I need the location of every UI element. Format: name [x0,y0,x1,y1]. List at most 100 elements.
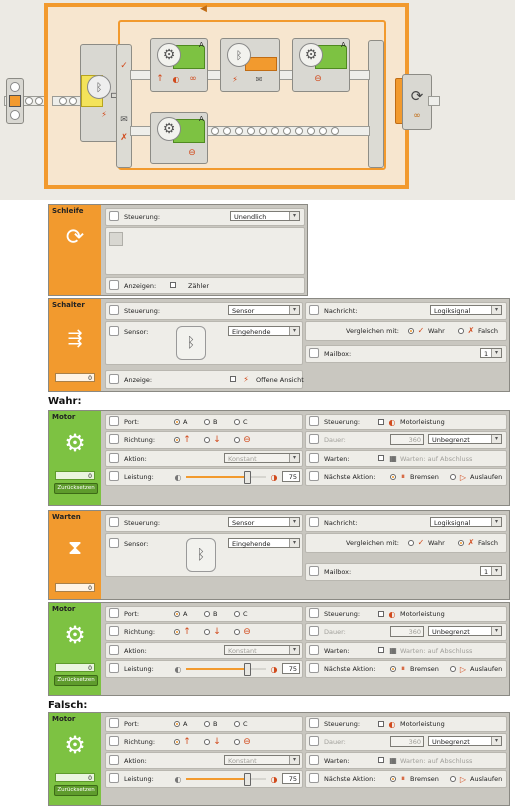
chevron-down-icon: ▾ [491,737,501,745]
duration-unit-select[interactable]: Unbegrenzt▾ [428,736,502,746]
power-slider-thumb[interactable] [244,663,251,676]
switch-counter: 0 [55,373,95,382]
wait-completion-checkbox[interactable] [378,455,384,461]
coast-radio[interactable] [450,474,456,480]
stop-radio[interactable] [234,437,240,443]
brake-radio[interactable] [390,666,396,672]
wait-mailbox-select[interactable]: 1▾ [480,566,502,576]
backward-radio[interactable] [204,437,210,443]
motor-block-true-2[interactable]: ⚙ A ⊖ [292,38,350,92]
wait-completion-checkbox[interactable] [378,757,384,763]
loop-control-select[interactable]: Unendlich ▾ [230,211,300,221]
brake-radio[interactable] [390,776,396,782]
port-c-radio[interactable] [234,721,240,727]
next-action-row: Nächste Aktion: ⏸ Bremsen ▷ Auslaufen [305,468,507,486]
power-input[interactable]: 75 [282,773,300,784]
motor-power-checkbox[interactable] [378,611,384,617]
duration-input[interactable]: 360 [390,434,424,445]
port-b-radio[interactable] [204,721,210,727]
switch-block[interactable]: ᛒ ⚡ ⊏ [80,44,118,142]
port-b-radio[interactable] [204,611,210,617]
power-input[interactable]: 75 [282,471,300,482]
wait-completion-label: Warten: auf Abschluss [400,647,473,655]
true-radio[interactable] [408,540,414,546]
chevron-down-icon: ▾ [491,518,501,526]
backward-radio[interactable] [204,629,210,635]
switch-control-select[interactable]: Sensor▾ [228,305,300,315]
start-point[interactable] [6,78,24,124]
port-label: Port: [124,720,140,728]
wait-sensor-label: Sensor: [124,540,149,548]
coast-radio[interactable] [450,776,456,782]
port-icon [109,416,119,426]
motor-power-checkbox[interactable] [378,721,384,727]
compare-label: Vergleichen mit: [346,327,399,335]
wait-mailbox-row: Mailbox: 1▾ [305,563,507,581]
motor-block-false[interactable]: ⚙ A ⊖ [150,112,208,164]
action-select[interactable]: Konstant▾ [224,453,300,463]
port-a-radio[interactable] [174,419,180,425]
wait-message-select[interactable]: Logiksignal▾ [430,517,502,527]
wait-block-true[interactable]: ᛒ ⚡ ✉ [220,38,280,92]
program-canvas[interactable]: ◀ ⟳ ∞ ᛒ ⚡ ⊏ ✓ ✉ ✗ ⚙ A ↑ ◐ ∞ [0,0,515,200]
duration-unit-select[interactable]: Unbegrenzt▾ [428,434,502,444]
false-radio[interactable] [458,540,464,546]
brake-icon: ⏸ [401,664,405,673]
power-slider-thumb[interactable] [244,471,251,484]
switch-mailbox-select[interactable]: 1▾ [480,348,502,358]
port-b-radio[interactable] [204,419,210,425]
forward-radio[interactable] [174,437,180,443]
false-radio[interactable] [458,328,464,334]
power-input[interactable]: 75 [282,663,300,674]
port-c-radio[interactable] [234,419,240,425]
counter-label: Zähler [188,282,210,290]
port-label: Port: [124,610,140,618]
cross-mark-icon: ✗ [467,325,475,335]
counter-checkbox[interactable] [170,282,176,288]
port-a-radio[interactable] [174,611,180,617]
power-slider-thumb[interactable] [244,773,251,786]
display-icon [109,280,119,290]
action-select[interactable]: Konstant▾ [224,755,300,765]
power-row: Leistung: ◐ ◑ 75 [105,770,303,788]
backward-radio[interactable] [204,739,210,745]
reset-button[interactable]: Zurücksetzen [54,675,98,686]
forward-radio[interactable] [174,629,180,635]
forward-radio[interactable] [174,739,180,745]
wait-sensor-select[interactable]: Eingehende▾ [228,538,300,548]
switch-message-select[interactable]: Logiksignal▾ [430,305,502,315]
motor-block-true-1[interactable]: ⚙ A ↑ ◐ ∞ [150,38,208,92]
true-radio[interactable] [408,328,414,334]
loop-control-value: Unendlich [234,213,267,221]
false-label: Falsch [478,539,499,547]
loop-control-label: Steuerung: [124,213,161,221]
switch-sensor-select[interactable]: Eingehende▾ [228,326,300,336]
duration-input[interactable]: 360 [390,626,424,637]
port-c-radio[interactable] [234,611,240,617]
motor-power-checkbox[interactable] [378,419,384,425]
stop-radio[interactable] [234,739,240,745]
loop-end-block[interactable]: ⟳ ∞ [402,74,432,130]
duration-input[interactable]: 360 [390,736,424,747]
control-row: Steuerung: ◐ Motorleistung [305,606,507,622]
arrow-down-icon: ↓ [213,435,221,445]
stop-radio[interactable] [234,629,240,635]
action-label: Aktion: [124,757,147,765]
brake-radio[interactable] [390,474,396,480]
duration-unit-value: Unbegrenzt [432,628,470,636]
wait-compare-row: Vergleichen mit: ✓ Wahr ✗ Falsch [305,533,507,553]
port-a-radio[interactable] [174,721,180,727]
action-select[interactable]: Konstant▾ [224,645,300,655]
true-label: Wahr [428,539,445,547]
coast-radio[interactable] [450,666,456,672]
chevron-down-icon: ▾ [289,212,299,220]
duration-unit-select[interactable]: Unbegrenzt▾ [428,626,502,636]
hourglass-icon: ⧗ [67,535,83,559]
hourglass-icon [309,755,319,765]
flat-view-checkbox[interactable] [230,376,236,382]
wait-completion-checkbox[interactable] [378,647,384,653]
wait-control-select[interactable]: Sensor▾ [228,517,300,527]
coast-label: Auslaufen [470,473,503,481]
reset-button[interactable]: Zurücksetzen [54,483,98,494]
reset-button[interactable]: Zurücksetzen [54,785,98,796]
